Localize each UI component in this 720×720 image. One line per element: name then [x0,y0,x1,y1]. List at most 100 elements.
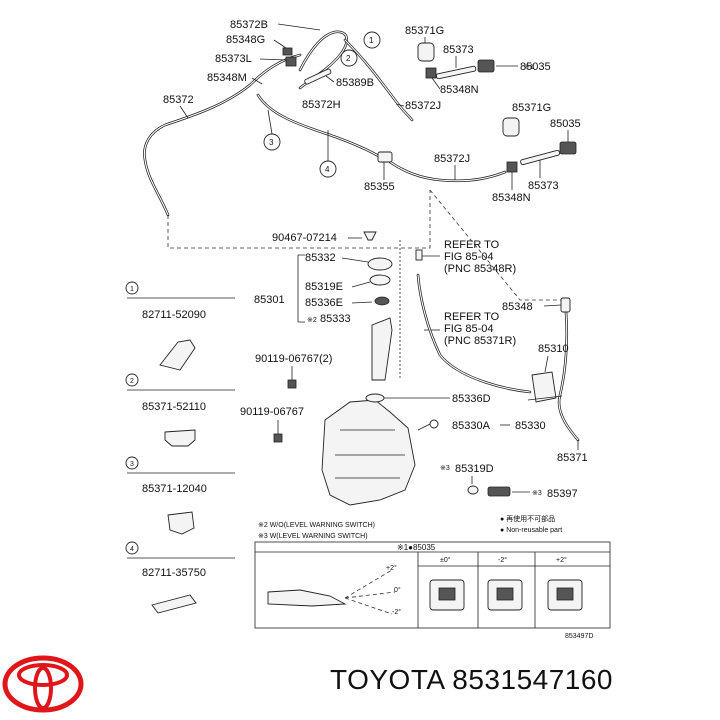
angle-minus: -2° [392,608,401,616]
label-85371G-a: 85371G [405,25,444,37]
label-85355: 85355 [364,181,395,193]
svg-text:1: 1 [130,286,134,293]
gasket-85319E [369,274,391,286]
label-85336E: 85336E [305,297,343,309]
note-level-w: ※3 W(LEVEL WARNING SWITCH) [258,533,368,540]
legend-item-1: 1 82711-52090 [125,281,235,371]
clip-85371-12040 [167,511,195,535]
refer2-l2: FIG 85-04 [444,323,494,335]
label-85372B: 85372B [230,19,268,31]
label-85397: 85397 [547,488,578,500]
svg-text:85371-52110: 85371-52110 [142,401,206,413]
clip-90467 [363,231,377,241]
label-85332: 85332 [305,252,336,264]
joint-85355 [377,151,393,163]
refer2-l3: (PNC 85371R) [444,335,516,347]
nozzle-side-view [267,589,347,607]
hose-85373-a [435,65,477,80]
angle-plus: +2° [386,564,397,572]
label-85336D: 85336D [452,393,491,405]
label-85333: 85333 [320,313,351,325]
legend-item-2: 2 85371-52110 [125,373,235,447]
clip-85371-52110 [164,429,196,447]
svg-text:4: 4 [130,546,134,553]
label-85319D: 85319D [455,463,494,475]
refer1-l2: FIG 85-04 [444,251,494,263]
brand-part-line: TOYOTA 8531547160 [330,664,613,696]
label-85319E: 85319E [305,281,343,293]
hose-85373-b [520,149,561,166]
label-90467: 90467-07214 [272,232,337,244]
label-90119: 90119-06767 [240,406,304,418]
label-85372: 85372 [163,94,194,106]
detail-col-1: -2° [498,556,507,564]
label-85348N-b: 85348N [492,192,531,204]
mark-85397: ※3 [532,490,542,497]
nozzle-face-1 [487,579,523,611]
note-reuse-en: ● Non-reusable part [500,527,562,534]
switch-85397 [487,486,511,497]
grommet-85371G-a [417,42,435,62]
toyota-logo [2,655,84,713]
callout-circle-2 [340,49,358,67]
figure-id: 853497D [565,633,593,640]
note-reuse-jp: ● 再使用不可部品 [500,514,555,523]
mark-85333: ※2 [307,317,317,324]
part-number: 8531547160 [452,664,614,695]
mark-85319D: ※3 [440,465,450,472]
label-85348G: 85348G [226,34,265,46]
callout-circle-2-num: 2 [346,54,351,63]
clip-85373L [285,56,297,67]
callout-circle-1-num: 1 [369,36,374,45]
label-85035-a: 85035 [520,61,551,73]
brand-name: TOYOTA [330,664,444,695]
cap-85332 [367,257,393,271]
svg-text:3: 3 [130,461,134,468]
angle-zero: 0° [394,586,401,594]
label-85310: 85310 [538,343,569,355]
refer2-l1: REFER TO [444,311,500,323]
label-85301: 85301 [254,294,285,306]
part-85389B [304,68,332,85]
label-90119-2: 90119-06767(2) [255,353,332,365]
svg-text:82711-35750: 82711-35750 [142,567,206,579]
label-85373-b: 85373 [528,180,559,192]
label-85330: 85330 [515,420,546,432]
callout-circle-4-num: 4 [325,165,330,174]
refer1-l3: (PNC 85348R) [444,263,516,275]
mark-85035-a: ※1 [524,64,534,71]
nozzle-85035-a [477,59,495,73]
label-85373-a: 85373 [443,44,474,56]
callout-circle-3-num: 3 [269,138,274,147]
callout-circle-1 [363,31,381,49]
detail-col-0: ±0° [440,556,451,564]
nozzle-face-0 [429,579,465,611]
label-85373L: 85373L [215,53,252,65]
label-85372J-a: 85372J [405,100,441,112]
nozzle-85348N-a [425,67,437,79]
legend-item-3: 3 85371-12040 [125,456,235,535]
label-85330A: 85330A [452,420,491,432]
detail-col-2: +2° [556,556,567,564]
refer1-l1: REFER TO [444,239,500,251]
hose-82711-52090 [159,339,196,371]
nozzle-85035-b [559,141,577,155]
detail-box [254,541,611,629]
pump-85310 [531,371,557,403]
note-level-wo: ※2 W/O(LEVEL WARNING SWITCH) [258,522,375,529]
label-85348N-a: 85348N [440,84,479,96]
label-85389B: 85389B [336,77,374,89]
label-85371: 85371 [557,452,588,464]
label-85372J-b: 85372J [434,153,470,165]
inlet-85333 [371,317,393,381]
grommet-85336E [374,296,390,306]
svg-text:82711-52090: 82711-52090 [142,309,206,321]
svg-text:85371-12040: 85371-12040 [142,483,207,495]
nozzle-face-2 [547,579,583,611]
hose-85371-right [557,310,580,442]
legend-item-4: 4 82711-35750 [125,541,235,614]
label-85372H: 85372H [302,99,341,111]
clip-82711-35750 [151,594,197,614]
svg-text:2: 2 [130,378,134,385]
